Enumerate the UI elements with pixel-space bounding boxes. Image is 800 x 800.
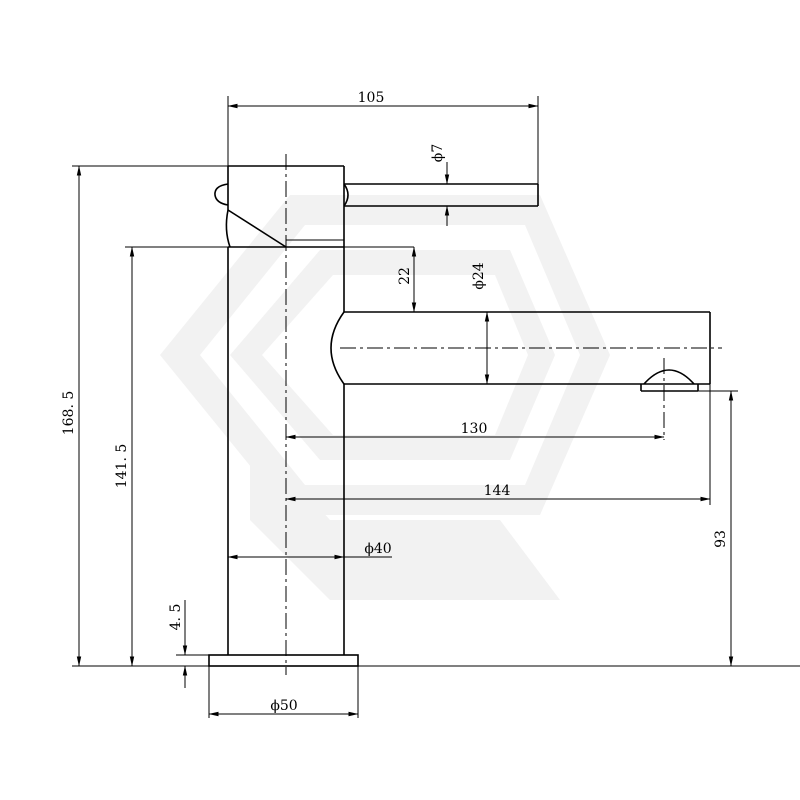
dimension-labels: 105 ϕ7 22 ϕ24 168. 5 141. 5 130 144 ϕ40 … (61, 90, 729, 714)
faucet-base (208, 654, 359, 667)
label-body-height: 141. 5 (114, 444, 130, 489)
label-base-diameter: ϕ50 (270, 698, 297, 714)
label-overall-width: 105 (358, 90, 385, 106)
label-lever-diameter: ϕ7 (430, 144, 446, 162)
centre-lines (285, 154, 722, 675)
label-overall-height: 168. 5 (61, 391, 77, 436)
watermark-logo (160, 195, 610, 600)
label-spout-reach: 130 (461, 421, 488, 437)
label-spout-length: 144 (484, 483, 511, 499)
label-body-diameter: ϕ40 (364, 541, 391, 557)
label-spout-diameter: ϕ24 (471, 262, 487, 289)
label-base-thickness: 4. 5 (168, 604, 184, 631)
label-outlet-height: 93 (713, 530, 729, 548)
extension-lines (72, 96, 800, 718)
dimension-lines (76, 103, 734, 717)
label-height-offset: 22 (397, 267, 413, 285)
